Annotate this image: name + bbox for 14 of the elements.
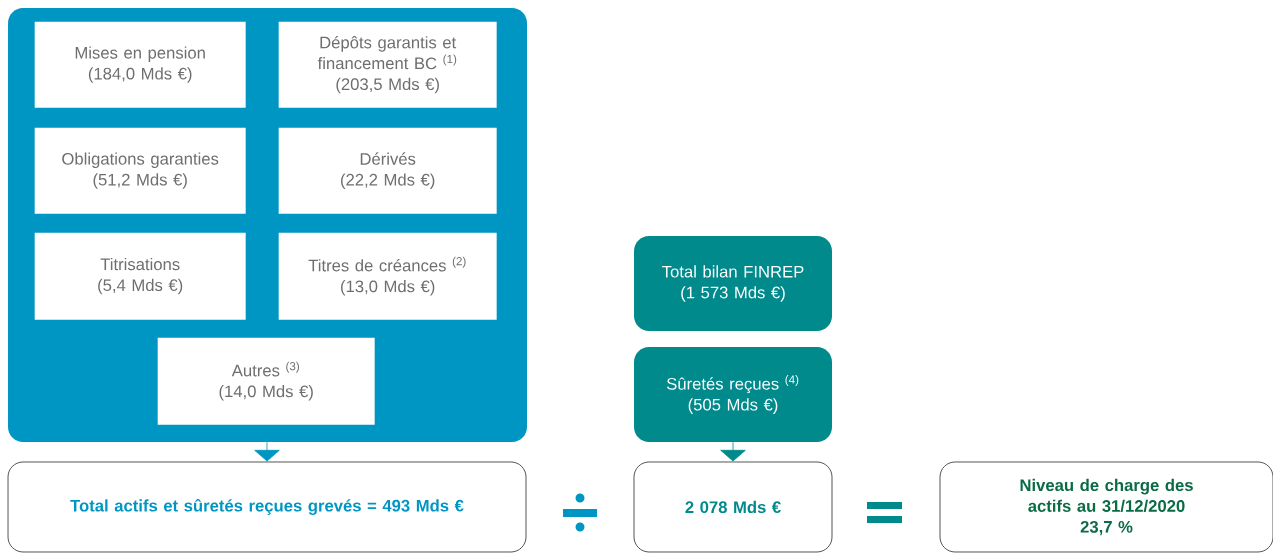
- category-box: Obligations garanties (51,2 Mds €): [34, 127, 246, 214]
- total-box: 2 078 Mds €: [633, 461, 833, 553]
- category-box: Mises en pension (184,0 Mds €): [34, 21, 246, 108]
- category-box: Titrisations (5,4 Mds €): [34, 232, 246, 320]
- category-box: Autres $^{(3)}$ (14,0 Mds €): [157, 337, 375, 425]
- category-box: Titres de créances $^{(2)}$ (13,0 Mds €): [278, 232, 497, 320]
- total-box: Total bilan FINREP (1 573 Mds €): [634, 236, 832, 331]
- category-box: Dérivés (22,2 Mds €): [278, 127, 497, 214]
- category-box: Dépôts garantis et financement BC $^{(1)}$ (203,5 Mds €): [278, 21, 497, 108]
- arrow: [254, 441, 280, 462]
- total-box: Total actifs et sûretés reçues grevés = 493 Mds €: [7, 461, 527, 553]
- result-box: Niveau de charge des actifs au 31/12/2020 23,7 %: [939, 461, 1273, 553]
- arrow: [720, 441, 746, 462]
- total-box: Sûretés reçues $^{(4)}$ (505 Mds €): [634, 347, 832, 442]
